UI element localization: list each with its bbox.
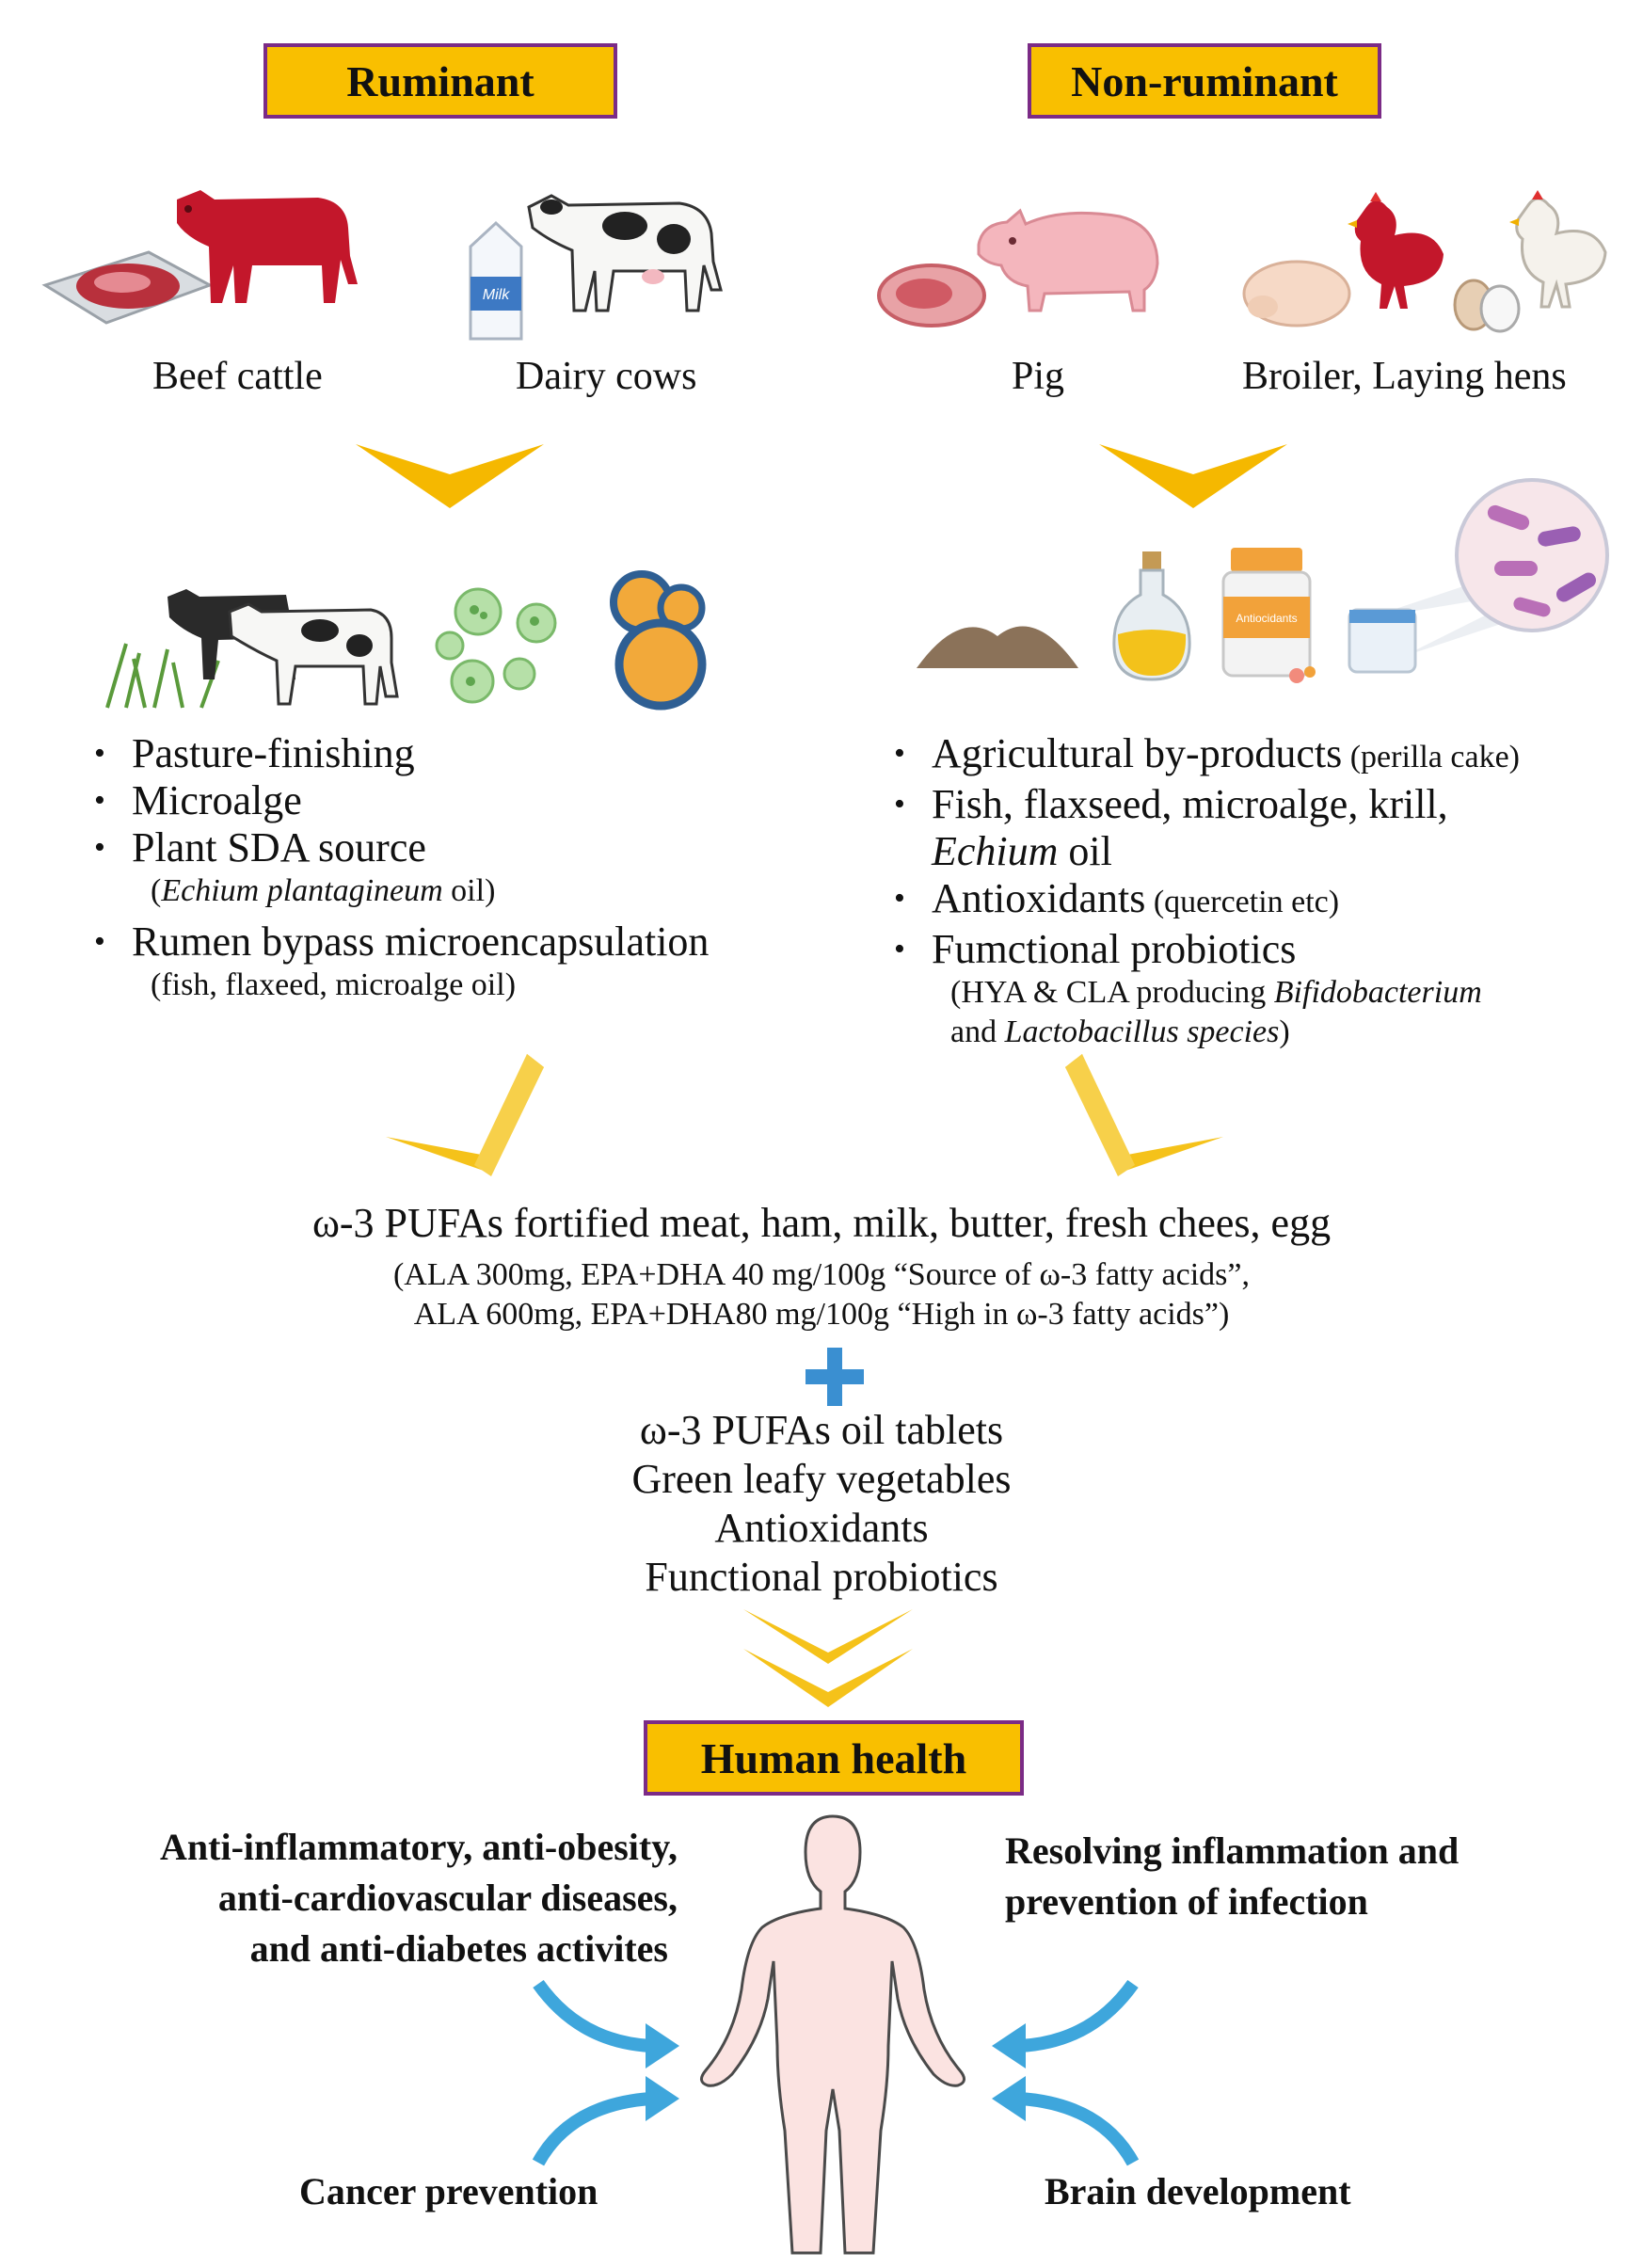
human-body-icon bbox=[700, 1814, 965, 2255]
dairy-cow-icon bbox=[527, 194, 723, 312]
list-item-subtext: (fish, flaxeed, microalge oil) bbox=[151, 967, 517, 1002]
human-health-label-text: Human health bbox=[700, 1733, 967, 1782]
chevron-down-icon bbox=[1099, 444, 1287, 508]
list-item: •Pasture-finishing bbox=[94, 730, 415, 776]
arrow-right-icon bbox=[533, 1979, 679, 2068]
microalgae-icon bbox=[435, 587, 557, 704]
health-outcome-text: Anti-inflammatory, anti-obesity, anti-ca… bbox=[104, 1822, 678, 1974]
milk-carton-icon: Milk bbox=[469, 220, 523, 341]
list-item-text: Plant SDA source bbox=[132, 824, 426, 870]
milk-carton-text: Milk bbox=[483, 287, 510, 303]
health-outcome-text: Resolving inflammation and prevention of… bbox=[1005, 1826, 1459, 1927]
human-health-label: Human health bbox=[644, 1720, 1024, 1796]
chevron-down-icon bbox=[356, 444, 544, 508]
health-outcome-text: Brain development bbox=[1045, 2170, 1351, 2212]
supplement-item: ω-3 PUFAs oil tablets bbox=[639, 1407, 1004, 1453]
list-item-subtext-italic: Lactobacillus species bbox=[1004, 1014, 1280, 1049]
list-item: •Fumctional probiotics (HYA & CLA produc… bbox=[894, 926, 1520, 1052]
beef-cattle-icon bbox=[177, 190, 358, 303]
supplement-item: Green leafy vegetables bbox=[631, 1456, 1012, 1502]
non-ruminant-label: Non-ruminant bbox=[1028, 43, 1381, 119]
list-item-text: Rumen bypass microencapsulation bbox=[132, 918, 710, 965]
list-item: •Antioxidants (quercetin etc) bbox=[894, 875, 1340, 921]
supplement-item: Antioxidants bbox=[714, 1505, 929, 1551]
list-item-italic: Echium bbox=[932, 828, 1059, 874]
white-hen-icon bbox=[1509, 190, 1607, 309]
supplement-item: Functional probiotics bbox=[645, 1554, 998, 1600]
list-item-note: (perilla cake) bbox=[1342, 740, 1520, 775]
list-item-text: Fumctional probiotics bbox=[932, 926, 1297, 972]
list-item-text: Fish, flaxseed, microalge, krill, bbox=[932, 781, 1448, 827]
oil-bottle-icon bbox=[1112, 551, 1191, 681]
fortified-criteria-line1: (ALA 300mg, EPA+DHA 40 mg/100g “Source o… bbox=[392, 1257, 1250, 1292]
chevron-converge-right-icon bbox=[1065, 1054, 1223, 1176]
ruminant-label-text: Ruminant bbox=[346, 56, 534, 105]
health-outcome-line: and anti-diabetes activites bbox=[249, 1927, 668, 1970]
pig-caption: Pig bbox=[1012, 355, 1065, 398]
list-item-subtext-part: and bbox=[950, 1014, 1005, 1049]
perilla-cake-pile-icon bbox=[917, 626, 1078, 668]
list-item-text: oil bbox=[1058, 828, 1112, 874]
fortified-criteria-line2: ALA 600mg, EPA+DHA80 mg/100g “High in ω-… bbox=[413, 1297, 1230, 1332]
list-item: •Microalge bbox=[94, 777, 302, 823]
list-item: •Agricultural by-products (perilla cake) bbox=[894, 730, 1520, 776]
list-item-text: Antioxidants bbox=[932, 875, 1146, 921]
poultry-caption: Broiler, Laying hens bbox=[1242, 355, 1567, 398]
meat-tray-icon bbox=[41, 250, 214, 325]
broiler-chicken-icon bbox=[1242, 260, 1351, 327]
double-chevron-down-icon bbox=[743, 1609, 913, 1707]
list-item-text: Pasture-finishing bbox=[132, 730, 415, 776]
health-outcome-line: prevention of infection bbox=[1005, 1880, 1368, 1923]
non-ruminant-label-text: Non-ruminant bbox=[1071, 56, 1338, 105]
arrow-right-icon bbox=[532, 2076, 679, 2166]
list-item-subtext: (Echium plantagineum oil) bbox=[132, 871, 709, 911]
list-item-text: Microalge bbox=[132, 777, 302, 823]
eggs-icon bbox=[1453, 279, 1521, 333]
fortified-foods-title: ω-3 PUFAs fortified meat, ham, milk, but… bbox=[311, 1200, 1332, 1246]
health-outcome-line: Anti-inflammatory, anti-obesity, bbox=[160, 1826, 678, 1868]
list-item-subtext-italic: Bifidobacterium bbox=[1273, 975, 1482, 1010]
arrow-left-icon bbox=[992, 2076, 1140, 2166]
microcapsule-icon bbox=[610, 570, 707, 711]
dairy-cows-caption: Dairy cows bbox=[516, 355, 697, 398]
antioxidant-jar-text: Antiocidants bbox=[1236, 612, 1297, 625]
health-outcome-line: Resolving inflammation and bbox=[1005, 1829, 1460, 1872]
ruminant-label: Ruminant bbox=[263, 43, 617, 119]
antioxidant-jar-icon: Antiocidants bbox=[1221, 548, 1316, 683]
list-item-subtext-part: (HYA & CLA producing bbox=[950, 975, 1274, 1010]
list-item-subtext-italic: Echium plantagineum bbox=[161, 873, 443, 908]
list-item-subtext-part: ) bbox=[1279, 1014, 1290, 1049]
list-item-text: Agricultural by-products bbox=[932, 730, 1343, 776]
list-item: •Plant SDA source (Echium plantagineum o… bbox=[94, 824, 709, 911]
arrow-left-icon bbox=[992, 1979, 1139, 2068]
pork-meat-icon bbox=[877, 264, 986, 327]
list-item: •Rumen bypass microencapsulation (fish, … bbox=[94, 918, 709, 1005]
list-item-subtext-part: ( bbox=[151, 873, 162, 908]
health-outcome-line: anti-cardiovascular diseases, bbox=[217, 1877, 678, 1919]
plus-icon bbox=[806, 1348, 864, 1406]
health-outcome-text: Cancer prevention bbox=[299, 2170, 598, 2212]
red-hen-icon bbox=[1348, 192, 1444, 309]
list-item-note: (quercetin etc) bbox=[1145, 885, 1340, 919]
list-item-subtext-part: oil) bbox=[442, 873, 496, 908]
pig-icon bbox=[977, 208, 1159, 312]
list-item: •Fish, flaxseed, microalge, krill,Echium… bbox=[894, 781, 1448, 874]
beef-cattle-caption: Beef cattle bbox=[152, 355, 323, 398]
chevron-converge-left-icon bbox=[386, 1054, 544, 1176]
ruminant-strategies-list: •Pasture-finishing •Microalge •Plant SDA… bbox=[94, 730, 709, 1005]
pasture-cows-icon bbox=[105, 589, 399, 709]
nonruminant-strategies-list: •Agricultural by-products (perilla cake)… bbox=[894, 730, 1520, 1052]
probiotic-bacteria-icon bbox=[1348, 478, 1609, 674]
